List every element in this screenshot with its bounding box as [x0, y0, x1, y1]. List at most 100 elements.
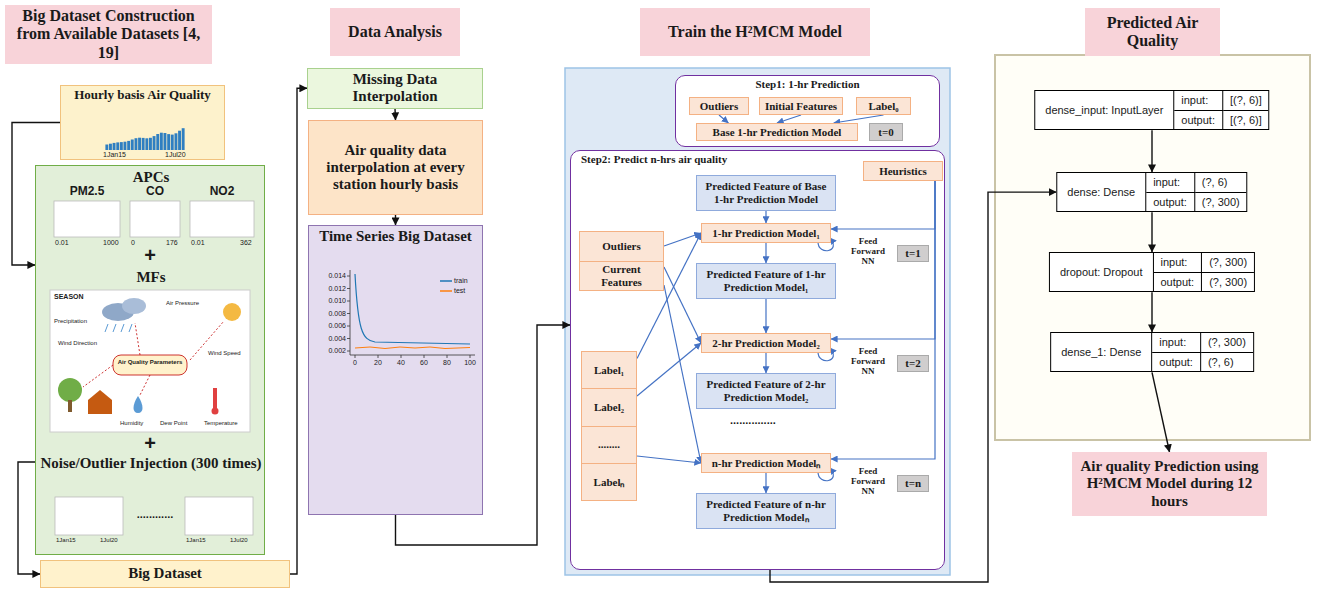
connector — [637, 343, 701, 396]
illustration-label: Wind Direction — [58, 340, 97, 347]
axis-tick: 0.010 — [316, 297, 346, 305]
connector — [765, 211, 766, 223]
connector — [834, 115, 884, 123]
axis-date: 1Jul20 — [100, 537, 118, 544]
box-text: input: — [1154, 253, 1203, 273]
section-header: Train the H²MCM Model — [640, 8, 870, 56]
step-group: Step1: 1-hr PredictionOutliersInitial Fe… — [675, 75, 940, 147]
box-text: Predicted Feature of n-hr Prediction Mod… — [700, 498, 832, 523]
illustration-label: Air Pressure — [166, 300, 199, 307]
box-text: Big Dataset Construction from Available … — [9, 7, 208, 62]
box-text: Noise/Outlier Injection (300 times) — [36, 455, 266, 472]
io-table: input:(?, 6)output:(?, 300) — [1146, 173, 1247, 211]
box-text: Air quality Prediction using H²MCM Model… — [1076, 458, 1263, 510]
connector — [395, 215, 396, 225]
box-text: ........ — [582, 426, 636, 463]
axis-tick: 0.002 — [316, 347, 346, 355]
process-box: Missing Data Interpolation — [307, 68, 483, 109]
connector — [1152, 372, 1170, 452]
section-header: Data Analysis — [330, 8, 460, 56]
connector — [290, 88, 307, 574]
feature-box: Predicted Feature of 1-hr Prediction Mod… — [696, 263, 836, 299]
connector — [394, 109, 396, 121]
illustration-label: Wind Speed — [208, 350, 241, 357]
box-text: Predicted Air Quality — [1089, 14, 1216, 51]
box-text: output: — [1174, 111, 1223, 130]
connector — [831, 181, 935, 459]
box-text: 2-hr Prediction Model₂ — [705, 337, 827, 350]
axis-tick: 176 — [166, 239, 178, 247]
box-text: Train the H²MCM Model — [644, 23, 866, 41]
box-text: Hourly basis Air Quality — [65, 88, 220, 103]
box-text: Missing Data Interpolation — [312, 71, 478, 106]
axis-tick: 0.01 — [55, 239, 69, 247]
layer-box: dense_input: InputLayerinput:[(?, 6)]out… — [1034, 90, 1269, 130]
box-text: Labelₙ — [582, 463, 636, 500]
box-text: Label₁ — [582, 352, 636, 388]
weather-illustration — [50, 290, 250, 432]
data-source-box: Hourly basis Air Quality — [60, 85, 225, 160]
legend-text: test — [454, 287, 465, 295]
box-text: (?, 300) — [1201, 333, 1253, 353]
connector — [831, 181, 935, 229]
model-summary-panel — [995, 55, 1310, 440]
axis-tick: 0.014 — [316, 272, 346, 280]
box-text: t=n — [900, 477, 926, 490]
box-text: output: — [1152, 353, 1201, 372]
box-text: Base 1-hr Prediction Model — [700, 126, 854, 139]
illustration-label: SEASON — [54, 293, 84, 301]
axis-tick: 0.008 — [316, 310, 346, 318]
box-text: n-hr Prediction Modelₙ — [705, 457, 827, 470]
box-text: output: — [1154, 273, 1203, 292]
box-text: (?, 300) — [1202, 273, 1254, 292]
box-text: Initial Features — [763, 100, 839, 113]
ellipsis: ............... — [730, 414, 776, 426]
box-text: dense: Dense — [1057, 173, 1146, 211]
step-group: Step2: Predict n-hrs air qualityPredicte… — [570, 150, 945, 570]
box-text: Predicted Feature of Base 1-hr Predictio… — [700, 180, 832, 205]
axis-date: 1Jan15 — [103, 151, 126, 159]
box-text: APCs — [36, 169, 266, 186]
axis-tick: 0 — [345, 359, 365, 367]
box-text: Time Series Big Dataset — [313, 228, 478, 245]
time-step: t=0 — [869, 123, 903, 141]
axis-tick: 362 — [240, 239, 252, 247]
axis-tick: 40 — [391, 359, 411, 367]
section-header: Predicted Air Quality — [1085, 8, 1220, 56]
layer-box: dropout: Dropoutinput:(?, 300)output:(?,… — [1049, 252, 1255, 292]
training-panel — [565, 68, 950, 575]
connector — [18, 462, 40, 574]
plus-sign: + — [135, 432, 165, 454]
box-text: input: — [1174, 91, 1223, 111]
input-stack: OutliersCurrent Features — [579, 231, 664, 291]
axis-tick: 0.012 — [316, 285, 346, 293]
box-text: 1-hr Prediction Model₁ — [705, 227, 827, 240]
box-text: dropout: Dropout — [1050, 253, 1154, 291]
layer-box: dense_1: Denseinput:(?, 300)output:(?, 6… — [1050, 332, 1254, 372]
connector — [637, 456, 701, 463]
connector — [12, 123, 60, 266]
io-table: input:(?, 300)output:(?, 6) — [1152, 333, 1253, 371]
illustration-label: Dew Point — [160, 420, 187, 427]
box-text: Label₀ — [860, 100, 907, 113]
legend-line — [440, 290, 452, 292]
model-box: 2-hr Prediction Model₂ — [701, 333, 831, 353]
illustration-label: Temperature — [204, 420, 238, 427]
box-text: input: — [1146, 173, 1195, 193]
box-text: Predicted Feature of 1-hr Prediction Mod… — [700, 268, 832, 293]
box-text: input: — [1152, 333, 1201, 353]
axis-tick: 0.01 — [191, 239, 205, 247]
box-text: t=1 — [900, 247, 926, 260]
axis-tick: 80 — [437, 359, 457, 367]
box-text: Big Dataset — [45, 565, 285, 582]
loss-plot — [347, 270, 475, 358]
input-box: Outliers — [689, 97, 749, 115]
box-text: Outliers — [580, 232, 663, 261]
legend-line — [440, 280, 452, 282]
time-step: t=1 — [897, 245, 929, 262]
axis-tick: 60 — [414, 359, 434, 367]
box-text: dense_input: InputLayer — [1035, 91, 1174, 129]
illustration-label: Air Quality Parameters — [114, 359, 186, 366]
feature-box: Predicted Feature of n-hr Prediction Mod… — [696, 493, 836, 529]
loop-label: Feed Forward NN — [845, 347, 891, 377]
